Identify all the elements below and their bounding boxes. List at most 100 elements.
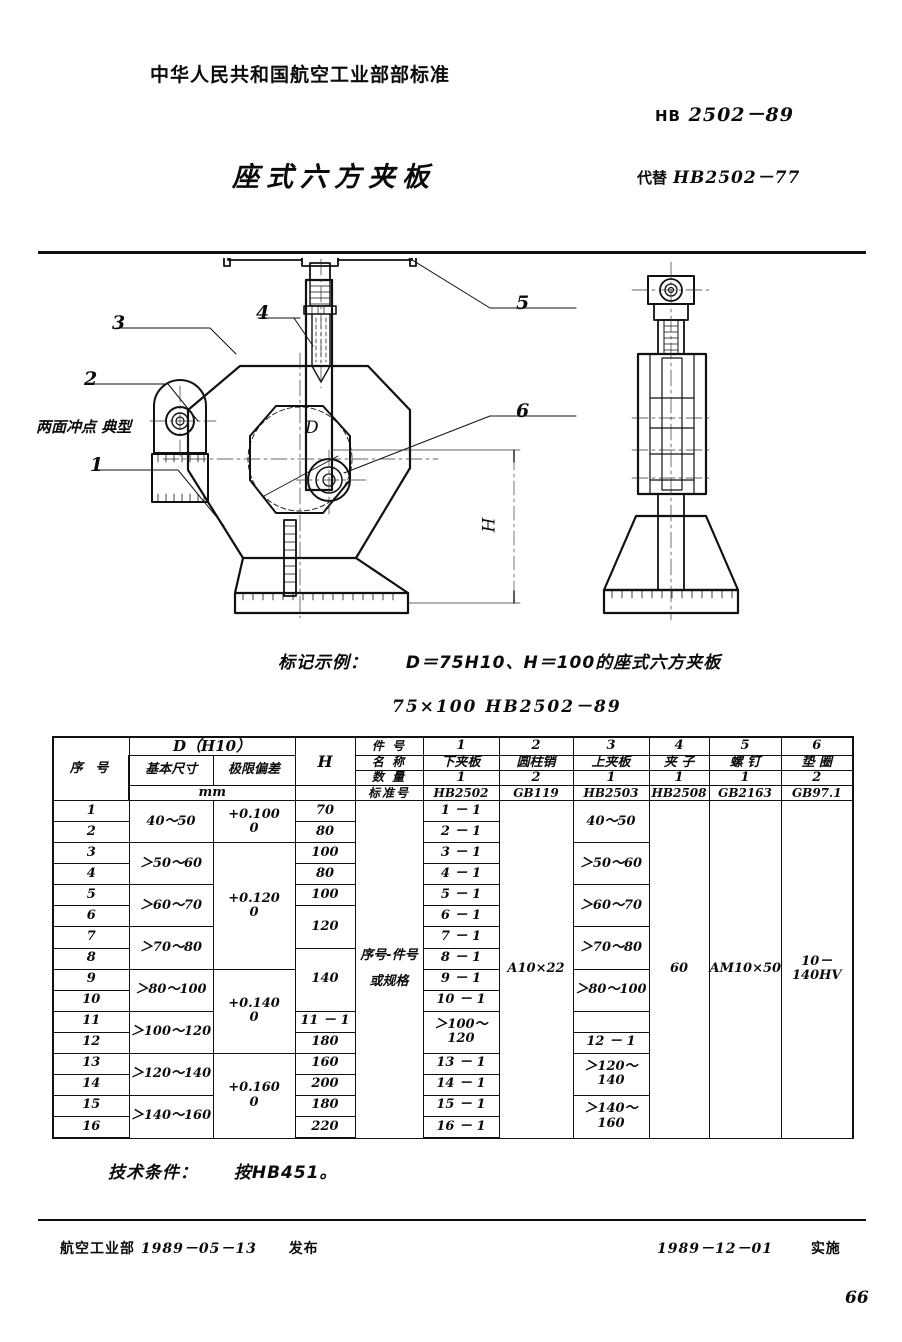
base-plate: [233, 591, 410, 615]
cell-h: 140: [294, 947, 356, 1012]
cell-d-dev: +0.160 0: [212, 1052, 296, 1139]
cell-d-basic: ＞80～100: [128, 968, 214, 1012]
cell-p1: 6 － 1: [422, 905, 500, 928]
cell-p1: 9 － 1: [422, 968, 500, 991]
th-std-no: 标准号: [354, 785, 424, 802]
cell-col3: ＞100～120: [422, 1010, 500, 1054]
effective-date: 1989－12－01: [657, 1241, 773, 1257]
footer-left: 航空工业部 1989－05－13 发布: [60, 1238, 319, 1258]
callout-2: 2: [84, 368, 98, 390]
table-head: 序 号 D（H10） H 件 号 1 2 3 4 5 6 基本尺寸 极限偏差 名…: [52, 736, 854, 802]
lower-clamp-body: [186, 364, 412, 560]
table-row: 1 40～50 +0.100 0 70 序号-件号 或规格 1 － 1 A10×…: [52, 800, 854, 1139]
td-partno-3: 3: [572, 736, 650, 756]
td-partno-4: 4: [648, 736, 710, 756]
issuer-name: 航空工业部: [60, 1241, 135, 1257]
footer-divider: [38, 1219, 866, 1221]
th-d-group: D（H10）: [128, 736, 296, 755]
cell-d-basic: ＞100～120: [128, 1010, 214, 1054]
cell-p1: 4 － 1: [422, 863, 500, 886]
table-row: 7 ＞70～80 7 － 1 ＞70～80: [52, 926, 853, 970]
cell-d-dev: +0.100 0: [212, 800, 296, 844]
cell-d-basic: ＞120～140: [128, 1052, 214, 1096]
callout-4: 4: [256, 302, 270, 324]
cell-sn: 11: [52, 1010, 130, 1033]
left-pivot-block: [151, 453, 209, 503]
cell-h: 200: [294, 1073, 356, 1096]
header-row-std: mm 标准号 HB2502 GB119 HB2503 HB2508 GB2163…: [53, 785, 854, 802]
cell-h: 220: [294, 1115, 356, 1139]
side-body: [636, 352, 708, 496]
header-row-partno: 序 号 D（H10） H 件 号 1 2 3 4 5 6: [52, 736, 854, 802]
replaces-note: 代替 HB2502－77: [637, 163, 800, 188]
cell-col2: A10×22: [498, 800, 574, 1139]
cell-col3: 40～50: [572, 800, 650, 844]
cell-d-basic: 40～50: [128, 800, 214, 844]
cell-col5: AM10×50: [708, 800, 782, 1139]
spec-table: 序 号 D（H10） H 件 号 1 2 3 4 5 6 基本尺寸 极限偏差 名…: [52, 736, 854, 1139]
cell-h: 180: [294, 1094, 356, 1117]
cell-p1: 13 － 1: [422, 1052, 500, 1075]
cell-col3: ＞50～60: [572, 842, 650, 886]
table-row: 2 80 2 － 1: [52, 821, 853, 844]
screw-flange: [303, 305, 337, 315]
cell-h: 80: [294, 821, 356, 844]
cell-d-dev-sub: 0: [249, 904, 259, 920]
callout-3: 3: [112, 312, 126, 334]
cell-h: 70: [294, 800, 356, 823]
td-std-4: HB2508: [648, 785, 710, 802]
center-stud: [283, 519, 297, 597]
drawing-svg: [87, 258, 740, 621]
cell-d-basic: ＞140～160: [128, 1094, 214, 1139]
cell-p1: 7 － 1: [422, 926, 500, 949]
table-row: 4 80 4 － 1: [52, 863, 853, 886]
cell-sn: 4: [52, 863, 130, 886]
effective-word: 实施: [810, 1241, 841, 1257]
cell-col3: ＞120～140: [572, 1052, 650, 1096]
marking-example-line2: 75×100 HB2502－89: [392, 697, 622, 717]
cell-sn: 2: [52, 821, 130, 844]
technical-conditions-value: 按HB451。: [233, 1163, 338, 1183]
page-number: 66: [845, 1288, 869, 1308]
table-body: 1 40～50 +0.100 0 70 序号-件号 或规格 1 － 1 A10×…: [52, 800, 854, 1139]
td-std-2: GB119: [498, 785, 574, 802]
td-qty-5: 1: [708, 769, 782, 787]
technical-conditions: 技术条件： 按HB451。: [108, 1158, 338, 1183]
td-qty-3: 1: [572, 769, 650, 787]
organization-title: 中华人民共和国航空工业部部标准: [150, 64, 451, 86]
cell-sn: 15: [52, 1094, 130, 1117]
table-row: 13 ＞120～140 +0.160 0 160 13 － 1 ＞120～140: [52, 1052, 853, 1139]
cell-p1: 11 － 1: [294, 1010, 356, 1033]
standard-number: HB 2502－89: [655, 100, 794, 127]
cell-sn: 9: [52, 968, 130, 991]
cell-h: 100: [294, 842, 356, 865]
handle-right: [337, 258, 413, 261]
cell-col3: ＞70～80: [572, 926, 650, 970]
specification-table: 序 号 D（H10） H 件 号 1 2 3 4 5 6 基本尺寸 极限偏差 名…: [52, 736, 854, 1139]
cell-col4: 60: [648, 800, 710, 1139]
cell-col3: ＞80～100: [572, 968, 650, 1012]
issue-word: 发布: [288, 1241, 319, 1257]
cell-sn: 13: [52, 1052, 130, 1075]
callout-1: 1: [90, 454, 104, 476]
footer-right: 1989－12－01 实施: [657, 1238, 841, 1258]
cell-col3: ＞140～160: [572, 1094, 650, 1139]
td-std-6: GB97.1: [780, 785, 854, 802]
cell-sn: 7: [52, 926, 130, 949]
cell-sn: 5: [52, 884, 130, 907]
table-row: 3 ＞50～60 +0.120 0 100 3 － 1 ＞50～60: [52, 842, 853, 970]
cell-d-dev-main: +0.140: [228, 995, 280, 1011]
td-name-1: 下夹板: [422, 754, 500, 771]
cell-sn: 12: [52, 1031, 130, 1054]
cell-h: 100: [294, 884, 356, 907]
standard-number-value: 2502－89: [688, 104, 794, 126]
th-h-spacer: [294, 785, 356, 802]
cell-p1: 8 － 1: [422, 947, 500, 970]
cell-d-dev-sub: 0: [249, 1094, 259, 1110]
cell-col3: ＞60～70: [572, 884, 650, 928]
cell-col6: 10－140HV: [780, 800, 854, 1139]
table-row: 6 120 6 － 1: [52, 905, 853, 949]
th-h: H: [294, 736, 356, 787]
cell-d-dev: +0.120 0: [212, 842, 296, 970]
